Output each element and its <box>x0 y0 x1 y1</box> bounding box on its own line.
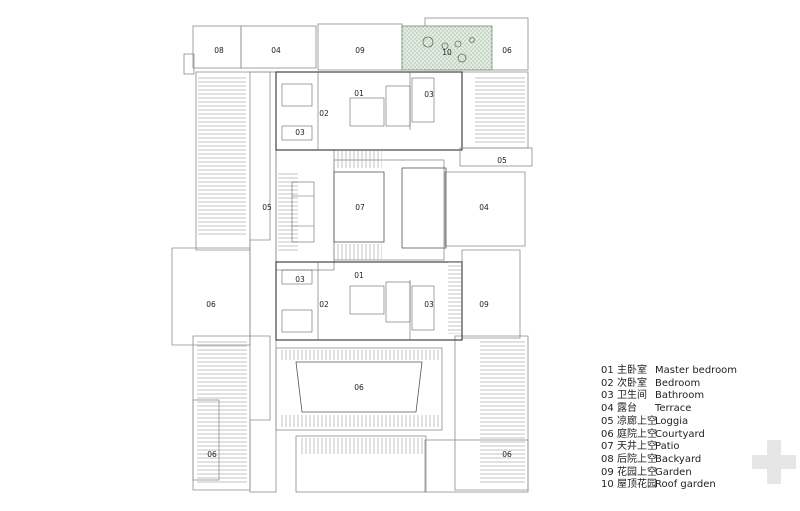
legend-zh: 卫生间 <box>617 390 647 402</box>
label-01-upper: 01 <box>354 89 364 98</box>
legend-en: Bathroom <box>655 390 705 402</box>
label-03-upper-left: 03 <box>295 128 305 137</box>
label-01-lower: 01 <box>354 271 364 280</box>
label-02-lower: 02 <box>319 300 329 309</box>
legend-number: 01 <box>601 365 614 376</box>
legend-number: 10 <box>601 479 614 491</box>
label-09-top: 09 <box>355 46 365 55</box>
legend-en: Roof garden <box>655 479 716 491</box>
legend-en: Loggia <box>655 415 689 427</box>
label-05-right: 05 <box>497 156 507 165</box>
plus-watermark-icon <box>752 440 796 484</box>
legend-en: Patio <box>655 441 680 453</box>
legend-zh: 次卧室 <box>617 377 647 389</box>
legend-en: Courtyard <box>655 428 705 440</box>
legend-en: Terrace <box>655 403 692 415</box>
label-09-right: 09 <box>479 300 489 309</box>
legend-zh: 花园上空 <box>617 466 657 478</box>
label-03-upper-right: 03 <box>424 90 434 99</box>
label-06-top-right: 06 <box>502 46 512 55</box>
label-04-right: 04 <box>479 203 489 212</box>
legend-number: 02 <box>601 377 614 389</box>
legend-number: 03 <box>601 390 614 402</box>
legend-zh: 后院上空 <box>617 453 657 465</box>
label-05-left: 05 <box>262 203 272 212</box>
label-03-lower-left: 03 <box>295 275 305 284</box>
legend-zh: 屋顶花园 <box>617 479 657 491</box>
label-03-lower-right: 03 <box>424 300 434 309</box>
legend-en: Bedroom <box>655 377 701 389</box>
label-06-center: 06 <box>354 383 364 392</box>
label-06-bottom-left: 06 <box>207 450 217 459</box>
legend-en: Garden <box>655 466 692 478</box>
legend-number: 07 <box>601 441 614 453</box>
label-10: 10 <box>442 48 452 57</box>
legend-number: 09 <box>601 466 614 478</box>
legend-number: 04 <box>601 403 614 415</box>
terrace-top-block <box>240 25 317 69</box>
legend-zh: 庭院上空 <box>617 428 657 440</box>
legend-number: 08 <box>601 453 614 465</box>
label-04-top: 04 <box>271 46 281 55</box>
label-06-bottom-right: 06 <box>502 450 512 459</box>
label-06-left: 06 <box>206 300 216 309</box>
legend-zh: 露台 <box>617 403 637 415</box>
label-02-upper: 02 <box>319 109 329 118</box>
label-08-top: 08 <box>214 46 224 55</box>
legend-zh: 主卧室 <box>617 365 647 376</box>
legend-zh: 凉廊上空 <box>617 415 657 427</box>
legend-number: 06 <box>601 428 614 440</box>
label-07: 07 <box>355 203 365 212</box>
legend-en: Master bedroom <box>655 365 738 376</box>
legend-number: 05 <box>601 415 614 427</box>
legend-en: Backyard <box>655 453 702 465</box>
legend-zh: 天井上空 <box>617 441 657 453</box>
